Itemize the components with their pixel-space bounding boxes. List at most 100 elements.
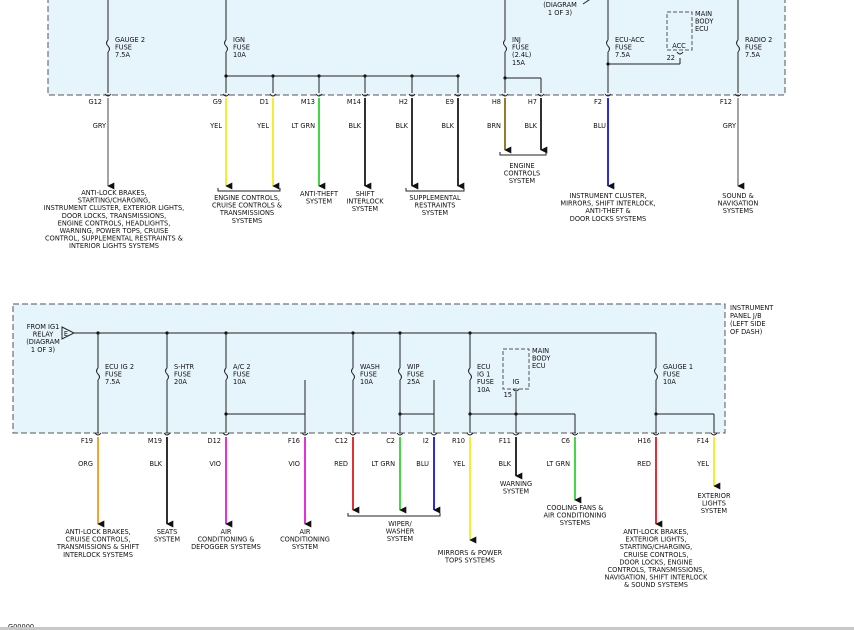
fuse-ecuacc xyxy=(606,39,610,53)
connector-E9: E9 xyxy=(446,98,454,106)
connector-H7: H7 xyxy=(528,98,537,106)
connector-H16: H16 xyxy=(638,437,651,445)
header-leader xyxy=(582,0,590,5)
connector-R10: R10 xyxy=(452,437,465,445)
connector-symbol xyxy=(430,432,438,436)
connector-M13: M13 xyxy=(301,98,315,106)
wire-label-I2: BLU xyxy=(416,460,429,468)
bracket xyxy=(405,188,465,192)
dest-F2: INSTRUMENT CLUSTER,MIRRORS, SHIFT INTERL… xyxy=(560,192,655,223)
dest-ign-engine: ENGINE CONTROLS,CRUISE CONTROLS &TRANSMI… xyxy=(212,194,282,225)
connector-M19: M19 xyxy=(148,437,162,445)
connector-I2: I2 xyxy=(423,437,429,445)
dest-H16: ANTI-LOCK BRAKES,EXTERIOR LIGHTS,STARTIN… xyxy=(605,528,709,589)
connector-F2: F2 xyxy=(594,98,602,106)
fuse-ign xyxy=(224,39,228,53)
bracket xyxy=(499,152,547,156)
connector-symbol xyxy=(454,93,462,97)
wire-label-F11: BLK xyxy=(498,460,511,468)
connector-C6: C6 xyxy=(561,437,570,445)
connector-F16: F16 xyxy=(288,437,300,445)
top-junction-block xyxy=(47,0,786,96)
connector-symbol xyxy=(104,93,112,97)
relay-connector-symbol xyxy=(61,326,76,340)
wire-label-F2: BLU xyxy=(593,122,606,130)
ecu-pin-bottom: 15 xyxy=(504,391,512,399)
connector-symbol xyxy=(676,51,684,55)
ecu-ig-pin: IG xyxy=(512,378,519,386)
fuse-ecuig2 xyxy=(96,367,100,381)
connector-H8: H8 xyxy=(492,98,501,106)
connector-symbol xyxy=(571,432,579,436)
wire-label-M13: LT GRN xyxy=(291,122,315,130)
fuse-wash xyxy=(351,367,355,381)
connector-symbol xyxy=(652,432,660,436)
fuse-wip xyxy=(398,367,402,381)
wire-label-C6: LT GRN xyxy=(546,460,570,468)
fuse-shtr xyxy=(165,367,169,381)
splice-dot xyxy=(224,74,228,78)
main-body-ecu-top xyxy=(666,11,693,51)
wire-label-D1: YEL xyxy=(256,122,269,130)
wire-label-R10: YEL xyxy=(452,460,465,468)
connector-G12: G12 xyxy=(89,98,103,106)
connector-symbol xyxy=(734,93,742,97)
connector-G9: G9 xyxy=(213,98,222,106)
wire-label-H7: BLK xyxy=(524,122,537,130)
connector-symbol xyxy=(466,432,474,436)
wire-label-M14: BLK xyxy=(348,122,361,130)
wire-label-D12: VIO xyxy=(209,460,221,468)
ecu-pin-top: 22 xyxy=(667,54,675,62)
wire-label-H2: BLK xyxy=(395,122,408,130)
instrument-panel-junction-block xyxy=(12,303,726,434)
connector-D1: D1 xyxy=(260,98,269,106)
connector-F11: F11 xyxy=(499,437,511,445)
dest-G12: ANTI-LOCK BRAKES,STARTING/CHARGING,INSTR… xyxy=(44,189,185,250)
connector-C2: C2 xyxy=(386,437,395,445)
connector-symbol xyxy=(537,93,545,97)
wire-label-F12: GRY xyxy=(723,122,737,130)
connector-symbol xyxy=(349,432,357,436)
diagram-code: G00000 xyxy=(8,623,34,630)
connector-symbol xyxy=(408,93,416,97)
splice-dot xyxy=(224,412,228,416)
connector-symbol xyxy=(315,93,323,97)
wire-label-F19: ORG xyxy=(78,460,93,468)
connector-C12: C12 xyxy=(335,437,348,445)
fuse-gauge2 xyxy=(106,39,110,53)
connector-symbol xyxy=(301,432,309,436)
connector-symbol xyxy=(222,432,230,436)
bracket xyxy=(347,513,441,517)
dest-F19: ANTI-LOCK BRAKES,CRUISE CONTROLS,TRANSMI… xyxy=(56,528,140,559)
splice-dot xyxy=(606,62,610,66)
fuse-ac2 xyxy=(224,367,228,381)
bracket xyxy=(217,188,281,192)
connector-symbol xyxy=(222,93,230,97)
connector-H2: H2 xyxy=(399,98,408,106)
connector-F19: F19 xyxy=(81,437,93,445)
connector-F12: F12 xyxy=(720,98,732,106)
connector-symbol xyxy=(512,432,520,436)
fuse-gauge1 xyxy=(654,367,658,381)
